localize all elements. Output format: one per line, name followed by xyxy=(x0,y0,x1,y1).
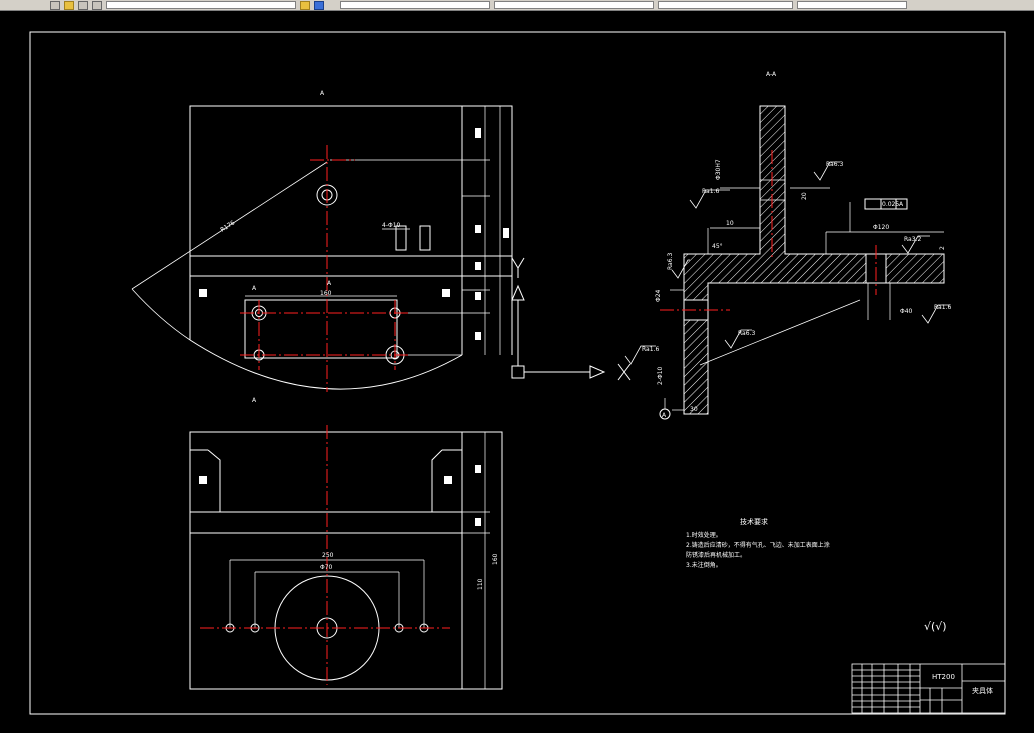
title-block xyxy=(851,663,1006,714)
front-view-centerlines xyxy=(200,425,450,685)
drawing-frame xyxy=(29,31,1006,715)
notes-line-1: 1.时效处理。 xyxy=(686,531,722,539)
roughness-1: Ra1.6 xyxy=(702,188,719,195)
section-centerlines xyxy=(660,150,877,311)
dim-h7: Φ30H7 xyxy=(715,159,722,180)
hole-label: 4-Φ10 xyxy=(382,222,401,229)
top-view xyxy=(131,105,513,390)
roughness-6: Ra6.3 xyxy=(667,253,674,270)
notes-line-4: 3.未注倒角。 xyxy=(686,561,722,569)
lineweight-dropdown[interactable] xyxy=(658,1,793,9)
dim-30: 30 xyxy=(690,406,698,413)
snap-icon[interactable] xyxy=(50,0,60,10)
dim-phi40: Φ40 xyxy=(900,308,913,315)
dim-10: 10 xyxy=(726,220,734,227)
section-view xyxy=(624,105,950,420)
dim-phi120: Φ120 xyxy=(873,224,889,231)
front-dim-inner: Φ70 xyxy=(320,564,333,571)
dim-20: 20 xyxy=(801,192,808,200)
roughness-3: Ra3.2 xyxy=(904,236,921,243)
roughness-2: Ra6.3 xyxy=(826,161,843,168)
match-icon[interactable] xyxy=(92,0,102,10)
top-view-centerlines xyxy=(240,145,410,392)
sub-label: A xyxy=(327,280,332,287)
notes-line-3: 防锈漆后再机械加工。 xyxy=(686,551,746,559)
dim-phi24: Φ24 xyxy=(655,289,662,302)
toolbar xyxy=(0,0,1034,11)
section-mark-mid: A xyxy=(252,285,257,292)
toolbar-right-group xyxy=(326,0,909,10)
roughness-4: Ra1.6 xyxy=(934,304,951,311)
radius-label: R176 xyxy=(219,219,236,233)
ucs-icon xyxy=(511,257,631,381)
general-roughness: √(√) xyxy=(924,620,947,633)
title-name: 夹具体 xyxy=(972,686,993,695)
dim-2a: 2-Φ10 xyxy=(657,366,664,385)
notes-heading: 技术要求 xyxy=(740,517,768,526)
linetype-dropdown[interactable] xyxy=(494,1,654,9)
section-title: A-A xyxy=(766,71,777,78)
dim-2: 2 xyxy=(939,246,946,250)
technical-notes: 技术要求 1.时效处理。 2.铸造后应清砂，不得有气孔、飞边、未加工表面上涂 防… xyxy=(686,517,830,569)
layer-icon[interactable] xyxy=(64,0,74,10)
dim-width: 160 xyxy=(320,290,332,297)
datum-a: A xyxy=(662,412,667,419)
layer-dropdown[interactable] xyxy=(106,1,296,9)
plotstyle-dropdown[interactable] xyxy=(797,1,907,9)
roughness-5: Ra1.6 xyxy=(642,346,659,353)
drawing-canvas[interactable]: A A A R176 160 4-Φ10 A xyxy=(0,11,1034,733)
tolerance-datum: A xyxy=(899,201,904,208)
front-dim-110: 110 xyxy=(477,578,484,590)
color-icon[interactable] xyxy=(300,0,310,10)
front-view xyxy=(189,431,503,690)
section-mark-top: A xyxy=(320,90,325,97)
dim-45: 45° xyxy=(712,243,723,250)
front-dim-total: 160 xyxy=(492,553,499,565)
roughness-7: Ra6.3 xyxy=(738,330,755,337)
properties-icon[interactable] xyxy=(78,0,88,10)
title-material: HT200 xyxy=(932,673,955,681)
toolbar-left-group xyxy=(0,0,326,10)
notes-line-2: 2.铸造后应清砂，不得有气孔、飞边、未加工表面上涂 xyxy=(686,541,830,549)
tolerance-value: 0.025 xyxy=(882,201,899,208)
front-dim-outer: 250 xyxy=(322,552,334,559)
section-mark-bottom: A xyxy=(252,397,257,404)
linetype-icon[interactable] xyxy=(314,0,324,10)
color-dropdown[interactable] xyxy=(340,1,490,9)
